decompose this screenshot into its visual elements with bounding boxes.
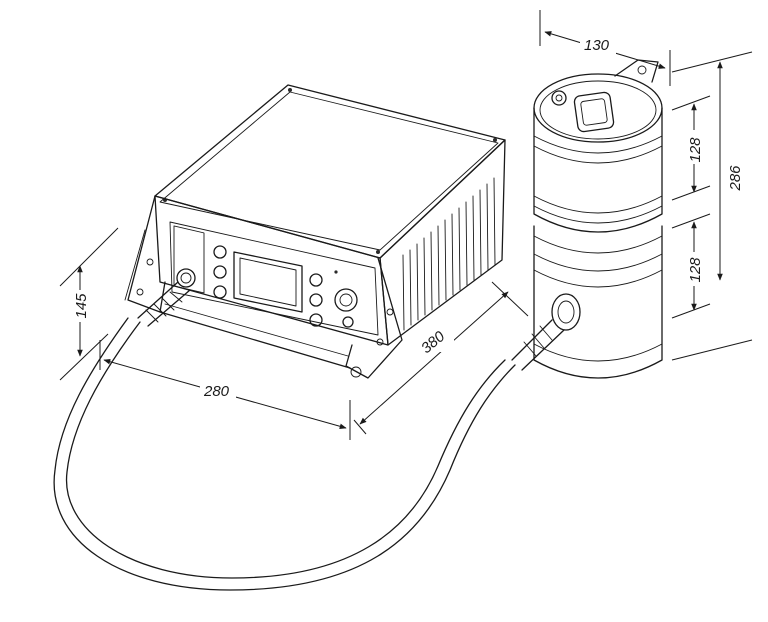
screw-icon (493, 138, 497, 142)
dim-label-upper-drum: 128 (687, 137, 704, 163)
right-cable-gland (511, 319, 565, 371)
dimension-128-upper: 128 (671, 95, 711, 201)
sensor-side-port (551, 293, 581, 331)
controller-side-panel (379, 139, 506, 346)
cable-loop (53, 317, 516, 591)
dimension-286: 286 (671, 51, 753, 361)
dim-label-total-height: 286 (727, 165, 744, 192)
left-button-column (213, 245, 227, 299)
cable-connector (176, 268, 196, 288)
sensor-top-button[interactable] (551, 90, 567, 106)
upper-drum (533, 107, 663, 233)
dim-label-width-top: 130 (584, 37, 610, 54)
right-button-column (309, 273, 323, 327)
sensor-top-display (573, 91, 615, 133)
small-port (342, 316, 354, 328)
dimension-128-lower: 128 (671, 213, 711, 319)
dimension-280: 280 (99, 340, 351, 440)
panel-button[interactable] (309, 293, 323, 307)
mounting-tab (614, 59, 659, 83)
sensor-top-lid (533, 73, 663, 143)
panel-button[interactable] (213, 285, 227, 299)
indicator-dot (334, 270, 338, 274)
screw-icon (288, 88, 292, 92)
left-cable-gland (137, 281, 191, 327)
rotary-knob[interactable] (334, 288, 358, 312)
dim-label-controller-height: 145 (73, 293, 90, 319)
dimension-145: 145 (59, 227, 119, 381)
dim-label-lower-drum: 128 (687, 257, 704, 283)
cylinder-sensor (511, 59, 663, 379)
panel-button[interactable] (213, 265, 227, 279)
dim-label-controller-width: 280 (203, 383, 230, 400)
panel-button[interactable] (309, 313, 323, 327)
left-panel-frame (173, 225, 205, 294)
lower-drum (533, 225, 663, 379)
right-handle (345, 257, 403, 379)
panel-button[interactable] (309, 273, 323, 287)
screw-icon (376, 250, 380, 254)
panel-button[interactable] (213, 245, 227, 259)
left-handle (127, 195, 166, 313)
dimension-130: 130 (539, 10, 671, 86)
display-screen (233, 251, 303, 313)
vent-grille (402, 177, 496, 331)
